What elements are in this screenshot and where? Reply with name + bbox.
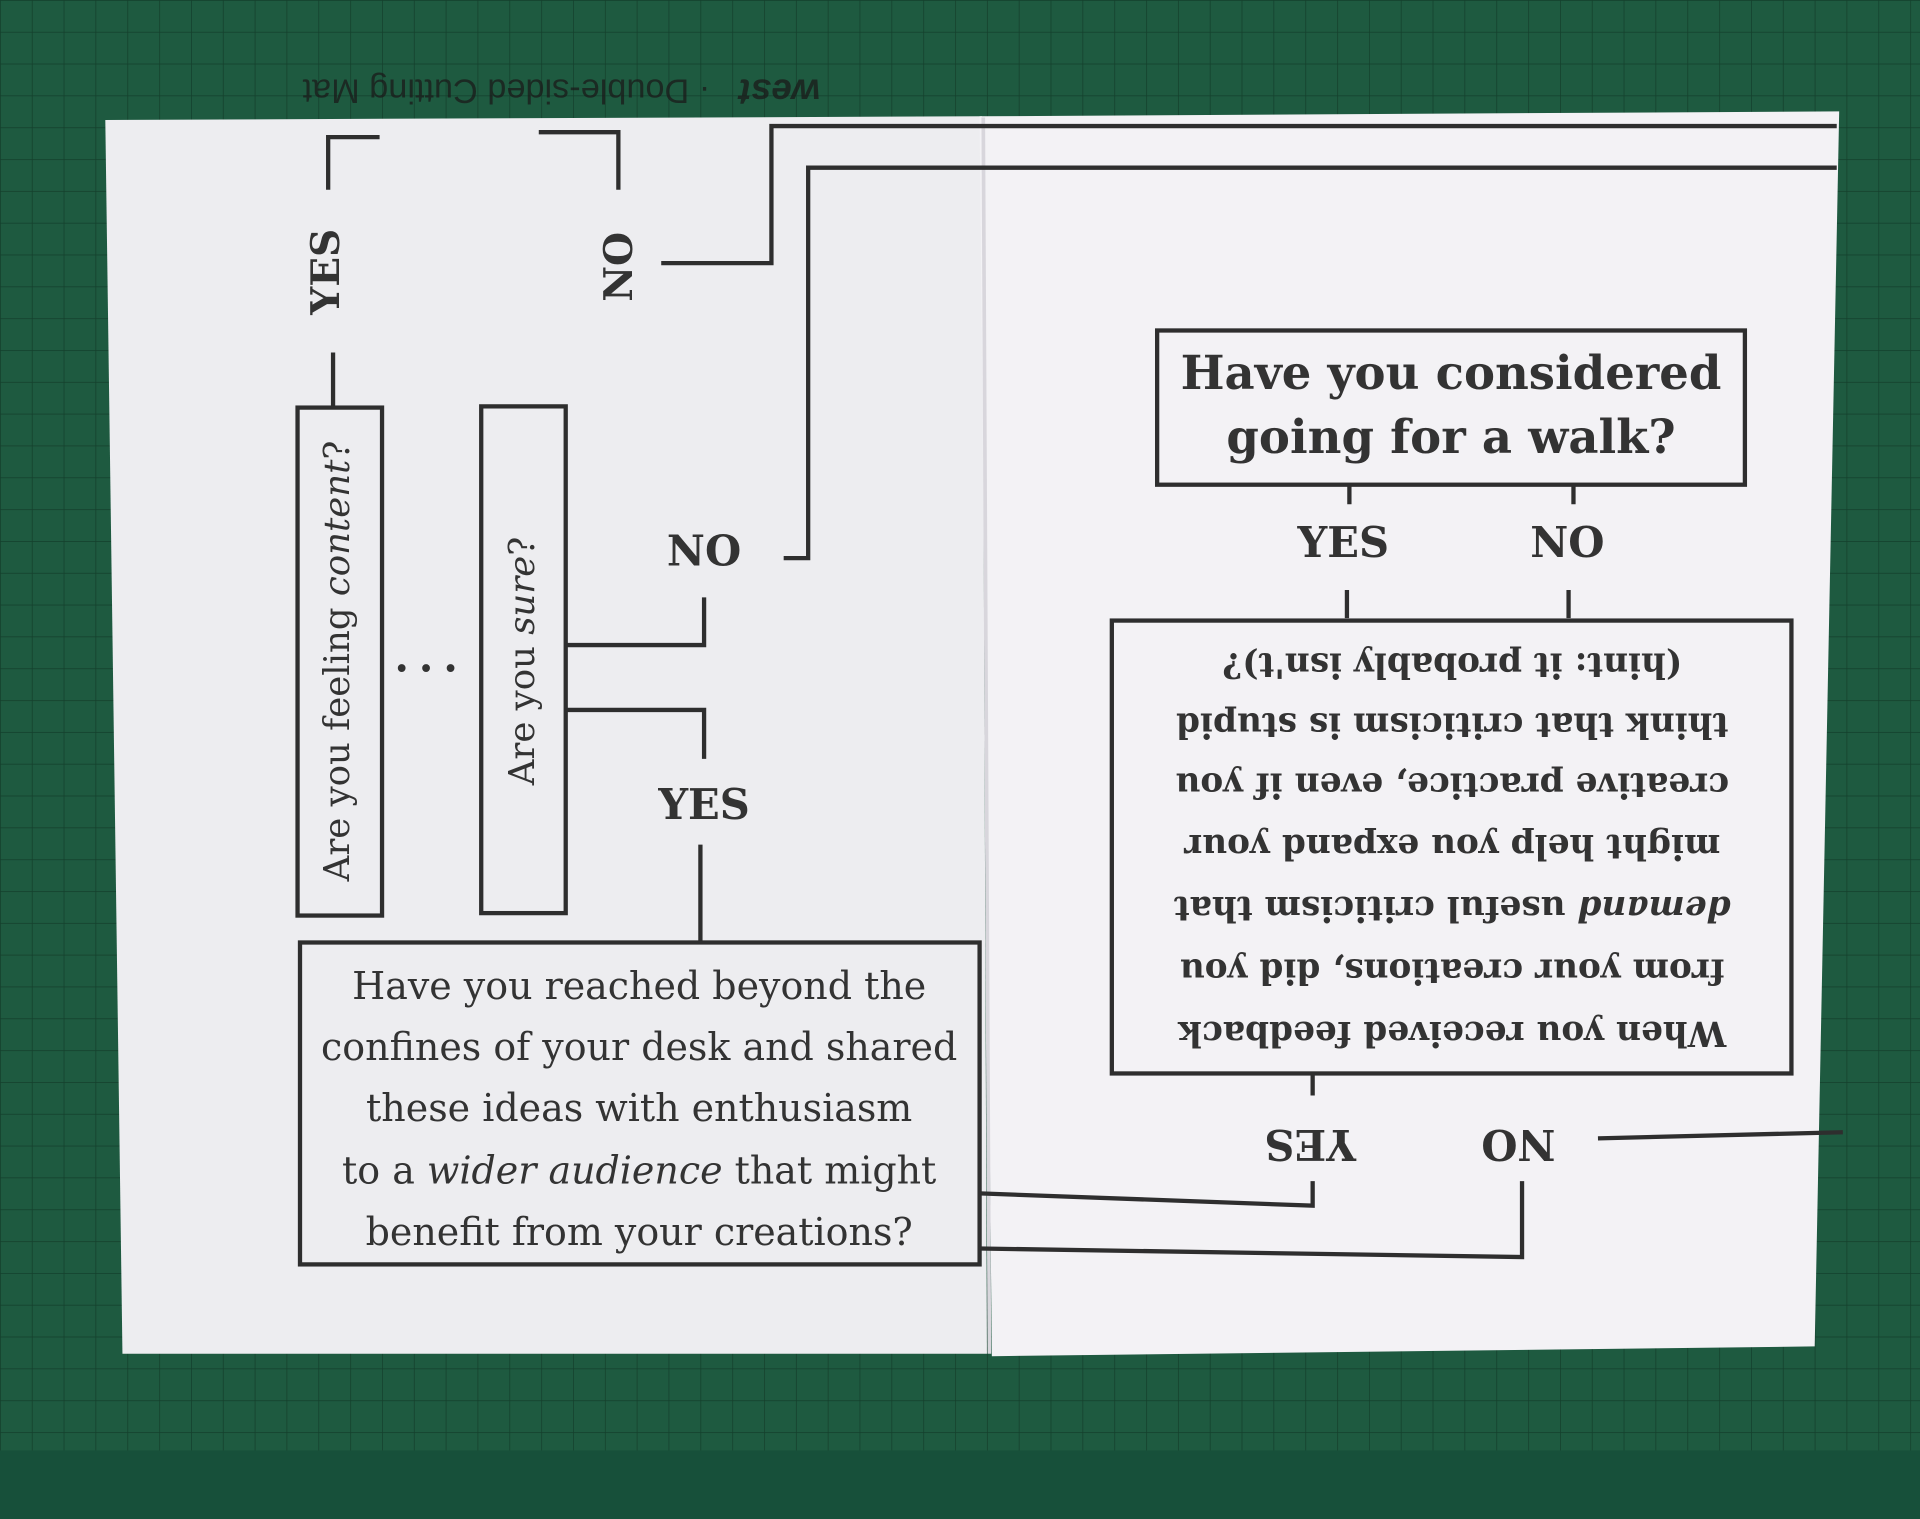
mat-border	[0, 1450, 1920, 1519]
svg-text:these ideas with enthusiasm: these ideas with enthusiasm	[366, 1086, 912, 1130]
feedback-yes-label: YES	[1264, 1120, 1356, 1169]
right-page	[979, 111, 1840, 1357]
content-yes-connector	[326, 134, 380, 408]
sure-question: Are you sure?	[502, 537, 543, 787]
content-no-label: NO	[596, 232, 642, 302]
feedback-no-exit-line	[1597, 1130, 1843, 1141]
content-no-flow-line	[661, 123, 1837, 266]
sure-no-flow-line	[783, 165, 1837, 561]
sure-yes-label: YES	[657, 780, 749, 829]
content-question: Are you feeling content?	[317, 441, 358, 883]
sure-no-connector	[565, 597, 707, 648]
mat-label: west · Double-sided Cutting Mat	[302, 72, 820, 113]
sure-no-label: NO	[667, 527, 741, 576]
svg-text:benefit from your creations?: benefit from your creations?	[366, 1210, 913, 1254]
svg-text:creative practice, even if you: creative practice, even if you	[1175, 765, 1729, 805]
svg-text:When you received feedback: When you received feedback	[1177, 1013, 1727, 1053]
svg-text:from your creations, did you: from your creations, did you	[1180, 951, 1725, 991]
feedback-question-upside-down: When you received feedback from your cre…	[1174, 645, 1731, 1053]
spine-fold	[981, 117, 992, 1354]
svg-text:· Double-sided Cutting Mat: · Double-sided Cutting Mat	[302, 72, 710, 110]
walk-yes-label: YES	[1297, 518, 1389, 567]
svg-text:demand useful criticism that: demand useful criticism that	[1174, 888, 1731, 928]
walk-question-line: going for a walk?	[1226, 409, 1675, 464]
feedback-question-box	[1109, 618, 1794, 1076]
feedback-no-label: NO	[1481, 1120, 1555, 1169]
svg-text:(hint: it probably isn't)?: (hint: it probably isn't)?	[1222, 645, 1682, 685]
ellipsis: • • •	[394, 654, 459, 685]
reached-question-box	[297, 940, 982, 1267]
walk-no-label: NO	[1530, 518, 1604, 567]
svg-text:might help you expand your: might help you expand your	[1183, 826, 1720, 866]
sure-question-box	[479, 404, 568, 916]
content-no-connector	[538, 130, 621, 190]
svg-text:to a wider audience that might: to a wider audience that might	[342, 1149, 936, 1193]
content-question-box	[295, 405, 385, 918]
reached-question: Have you reached beyond the confines of …	[321, 964, 957, 1254]
svg-text:west: west	[737, 72, 820, 113]
walk-question-line: Have you considered	[1181, 345, 1722, 400]
sure-yes-connector	[565, 707, 707, 943]
svg-text:think that criticism is stupid: think that criticism is stupid	[1176, 705, 1729, 745]
walk-connectors	[1344, 484, 1576, 619]
walk-question-box	[1155, 328, 1748, 487]
svg-text:confines of your desk and shar: confines of your desk and shared	[321, 1025, 957, 1069]
svg-text:Have you reached beyond the: Have you reached beyond the	[352, 964, 926, 1008]
left-page	[105, 116, 987, 1354]
feedback-yes-flow-line	[979, 1181, 1315, 1208]
content-yes-label: YES	[303, 229, 349, 316]
feedback-no-flow-line	[979, 1181, 1525, 1260]
